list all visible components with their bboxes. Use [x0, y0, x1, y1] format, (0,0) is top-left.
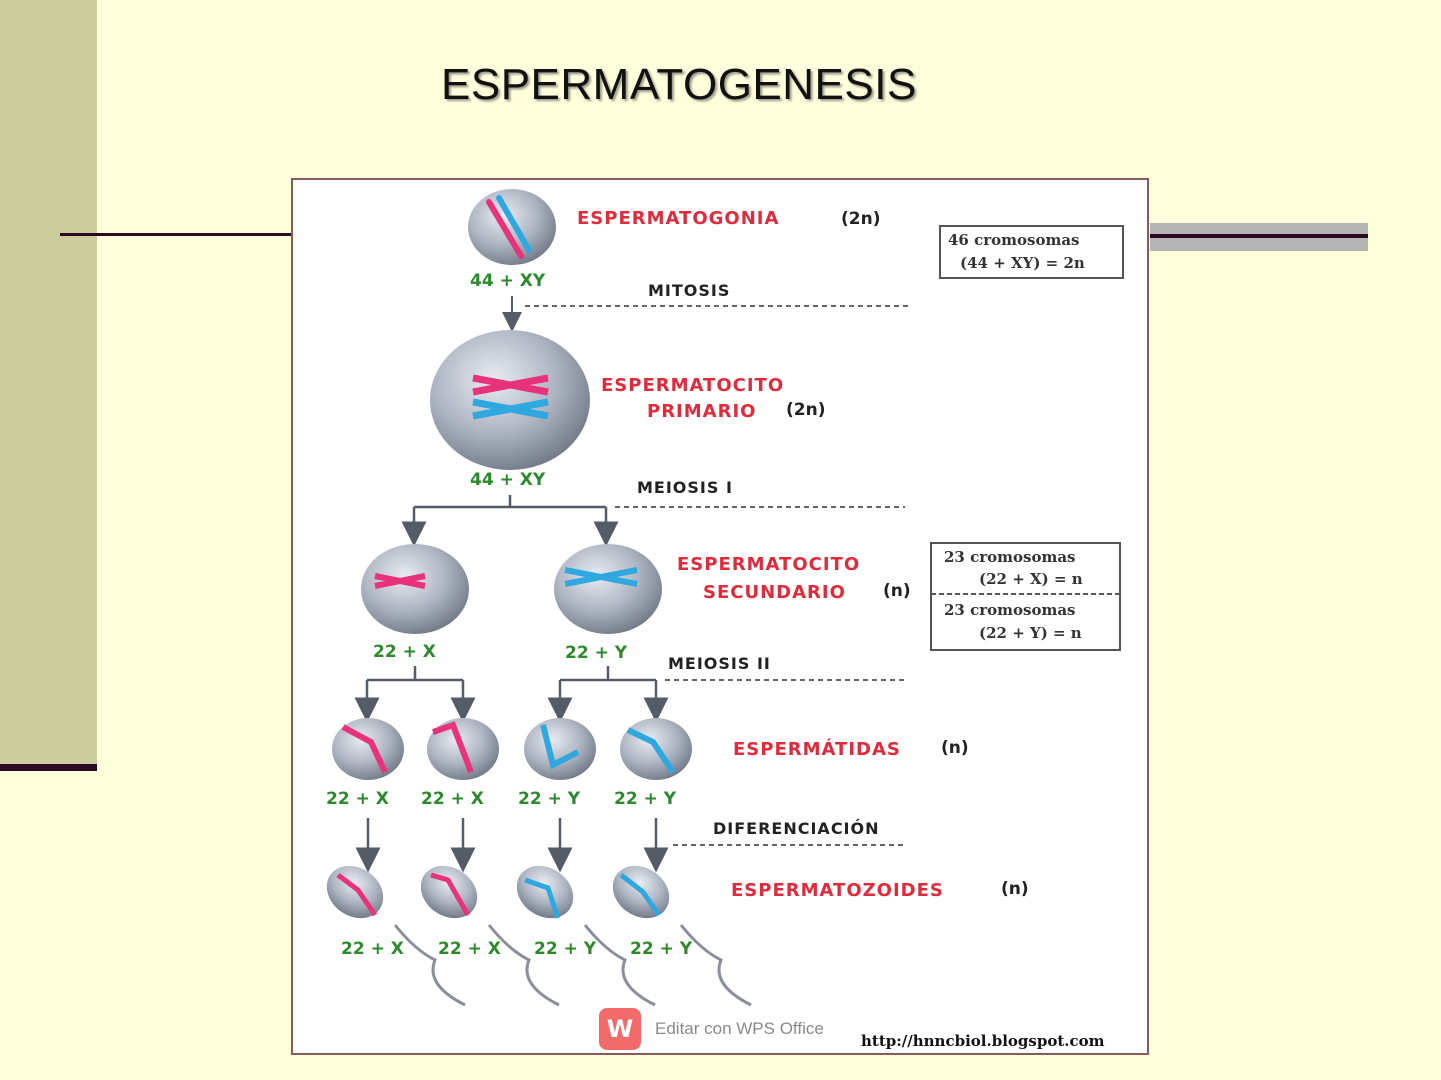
label-espermatidas: ESPERMÁTIDAS [733, 738, 901, 760]
box-haploid-x-line1: 23 cromosomas [944, 548, 1076, 566]
wps-watermark[interactable]: W Editar con WPS Office [599, 1007, 824, 1051]
label-espermatocito-primario-1: ESPERMATOCITO [601, 375, 784, 396]
karyotype-espermatozoide-2: 22 + X [438, 939, 501, 959]
slide-title: ESPERMATOGENESIS [441, 60, 917, 109]
espermatida-4-cell [620, 718, 692, 780]
karyotype-espermatida-1: 22 + X [326, 789, 389, 809]
chromosome-box-haploid [930, 542, 1121, 651]
box-diploid-line1: 46 cromosomas [948, 231, 1080, 249]
espermatocito-secundario-y-cell [554, 544, 662, 634]
box-diploid-line2: (44 + XY) = 2n [960, 254, 1085, 272]
label-espermatocito-secundario-2: SECUNDARIO [703, 582, 846, 603]
box-haploid-y-line2: (22 + Y) = n [979, 624, 1082, 642]
espermatocito-secundario-x-cell [361, 544, 469, 634]
spermatogenesis-diagram: ESPERMATOGONIA (2n) 44 + XY 46 cromosoma… [291, 178, 1149, 1055]
source-url: http://hnncbiol.blogspot.com [861, 1032, 1105, 1050]
espermatida-3-cell [524, 718, 596, 780]
process-diferenciacion: DIFERENCIACIÓN [713, 819, 880, 838]
karyotype-espermatida-3: 22 + Y [518, 789, 581, 809]
karyotype-espermatozoide-4: 22 + Y [630, 939, 693, 959]
ploidy-espermatidas: (n) [941, 738, 969, 758]
label-espermatogonia: ESPERMATOGONIA [577, 208, 779, 229]
left-accent-bar [0, 0, 97, 770]
espermatozoide-1 [326, 865, 466, 1007]
box-haploid-x-line2: (22 + X) = n [979, 570, 1083, 588]
karyotype-espermatozoide-1: 22 + X [341, 939, 404, 959]
karyotype-secundario-y: 22 + Y [565, 643, 628, 663]
ploidy-espermatocito-secundario: (n) [883, 581, 911, 601]
karyotype-espermatida-4: 22 + Y [614, 789, 677, 809]
ploidy-espermatocito-primario: (2n) [786, 400, 825, 420]
karyotype-espermatida-2: 22 + X [421, 789, 484, 809]
left-accent-underline [0, 764, 97, 771]
wps-logo-icon: W [599, 1008, 641, 1050]
espermatozoide-4 [612, 865, 752, 1007]
wps-watermark-text: Editar con WPS Office [655, 1019, 824, 1038]
arrows-meiosis2 [354, 666, 669, 723]
karyotype-espermatozoide-3: 22 + Y [534, 939, 597, 959]
espermatozoide-2 [420, 865, 560, 1007]
espermatogonia-cell [468, 189, 556, 265]
arrows-meiosis1 [401, 495, 619, 547]
espermatida-2-cell [427, 718, 499, 780]
label-espermatocito-primario-2: PRIMARIO [647, 401, 756, 422]
arrows-diferenciacion [355, 818, 669, 873]
label-espermatozoides: ESPERMATOZOIDES [731, 880, 944, 901]
espermatocito-primario-cell [430, 330, 590, 470]
process-meiosis1: MEIOSIS I [637, 478, 733, 497]
title-rule-left [60, 233, 292, 236]
process-mitosis: MITOSIS [648, 281, 730, 300]
label-espermatocito-secundario-1: ESPERMATOCITO [677, 554, 860, 575]
karyotype-secundario-x: 22 + X [373, 642, 436, 662]
ploidy-espermatogonia: (2n) [841, 209, 880, 229]
box-haploid-y-line1: 23 cromosomas [944, 601, 1076, 619]
title-rule-right-line [1150, 234, 1368, 238]
ploidy-espermatozoides: (n) [1001, 879, 1029, 899]
espermatida-1-cell [332, 718, 404, 780]
process-meiosis2: MEIOSIS II [668, 654, 771, 673]
espermatozoide-3 [516, 865, 656, 1007]
karyotype-espermatocito-primario: 44 + XY [470, 470, 546, 490]
karyotype-espermatogonia: 44 + XY [470, 271, 546, 291]
chromosome-box-diploid [939, 225, 1124, 279]
